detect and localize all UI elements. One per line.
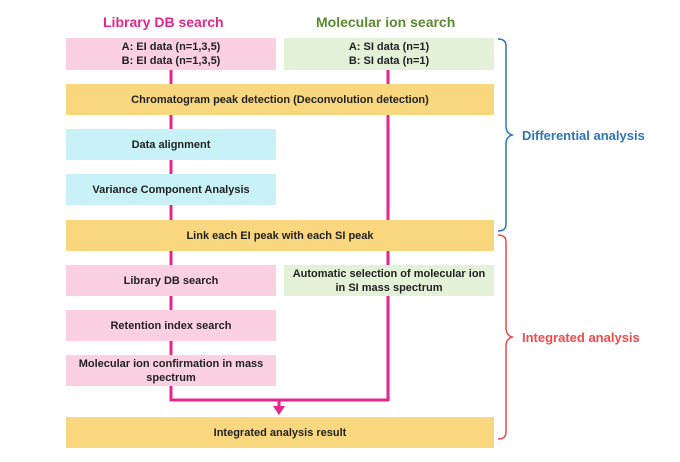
- result-arrowhead: [273, 406, 285, 415]
- ion-confirmation-line2: spectrum: [146, 371, 196, 384]
- si-data-box: A: SI data (n=1) B: SI data (n=1): [284, 38, 494, 70]
- integrated-analysis-label: Integrated analysis: [522, 330, 640, 345]
- molecular-search-heading: Molecular ion search: [316, 14, 456, 30]
- ion-confirmation-box: Molecular ion confirmation in mass spect…: [66, 355, 276, 386]
- auto-selection-box: Automatic selection of molecular ion in …: [284, 265, 494, 296]
- library-search-heading: Library DB search: [103, 14, 224, 30]
- si-data-b: B: SI data (n=1): [348, 55, 430, 67]
- integrated-result-box: Integrated analysis result: [66, 417, 494, 448]
- ei-data-box: A: EI data (n=1,3,5) B: EI data (n=1,3,5…: [66, 38, 276, 70]
- retention-index-box: Retention index search: [66, 310, 276, 341]
- variance-analysis-label: Variance Component Analysis: [92, 183, 250, 196]
- auto-selection-line1: Automatic selection of molecular ion: [292, 267, 486, 280]
- auto-selection-line2: in SI mass spectrum: [335, 281, 443, 294]
- peak-detection-box: Chromatogram peak detection (Deconvoluti…: [66, 84, 494, 115]
- ei-data-b: B: EI data (n=1,3,5): [121, 55, 221, 67]
- differential-bracket: [497, 38, 515, 232]
- data-alignment-box: Data alignment: [66, 129, 276, 160]
- ion-confirmation-line1: Molecular ion confirmation in mass: [78, 357, 264, 370]
- integrated-result-label: Integrated analysis result: [213, 426, 347, 439]
- link-peaks-label: Link each EI peak with each SI peak: [186, 229, 374, 242]
- si-data-a: A: SI data (n=1): [348, 41, 430, 53]
- variance-analysis-box: Variance Component Analysis: [66, 174, 276, 205]
- data-alignment-label: Data alignment: [131, 138, 211, 151]
- retention-index-label: Retention index search: [110, 319, 232, 332]
- link-peaks-box: Link each EI peak with each SI peak: [66, 220, 494, 251]
- peak-detection-label: Chromatogram peak detection (Deconvoluti…: [131, 93, 429, 106]
- library-db-search-box: Library DB search: [66, 265, 276, 296]
- differential-analysis-label: Differential analysis: [522, 128, 645, 143]
- library-db-search-label: Library DB search: [123, 274, 219, 287]
- integrated-bracket: [497, 234, 515, 440]
- ei-data-a: A: EI data (n=1,3,5): [121, 41, 221, 53]
